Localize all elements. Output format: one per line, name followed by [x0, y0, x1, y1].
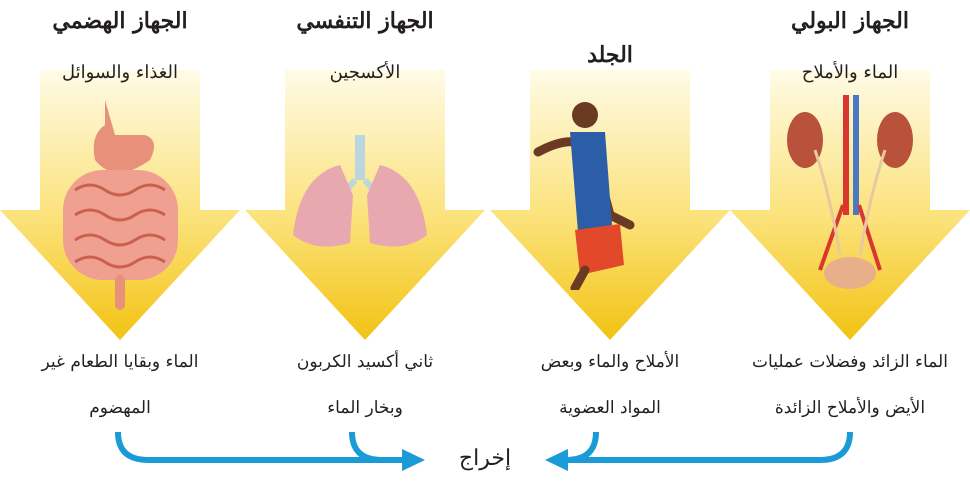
- right-arrowhead-icon: [545, 449, 568, 471]
- right-branch-flow: [566, 432, 596, 460]
- left-branch-flow: [352, 432, 382, 460]
- excretion-label: إخراج: [430, 446, 540, 471]
- right-flow-arrow: [565, 432, 850, 460]
- left-arrowhead-icon: [402, 449, 425, 471]
